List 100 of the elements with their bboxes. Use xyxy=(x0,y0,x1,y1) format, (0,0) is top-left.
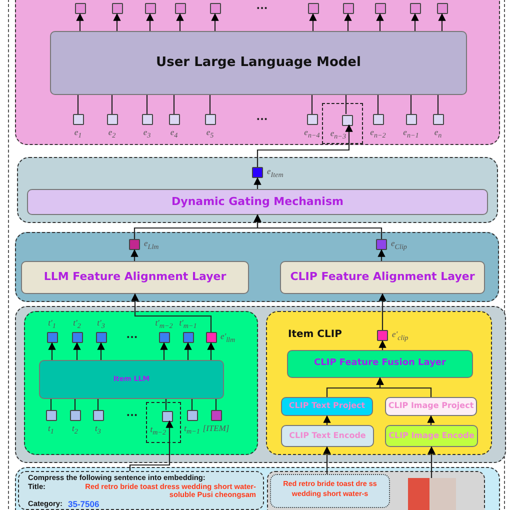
connector-line xyxy=(209,95,211,114)
connector-line xyxy=(165,399,167,410)
token-square xyxy=(72,114,84,125)
arrow xyxy=(378,293,386,330)
arrow xyxy=(176,13,184,31)
token-square xyxy=(406,114,416,125)
arrow xyxy=(184,342,192,360)
arrow xyxy=(344,13,352,31)
connector-line xyxy=(74,399,76,410)
arrow xyxy=(48,342,56,360)
connector-line xyxy=(377,95,379,114)
arrow xyxy=(254,214,382,239)
photo-placeholder xyxy=(408,478,456,510)
arrow xyxy=(376,377,432,397)
token-square xyxy=(308,3,318,14)
arrow xyxy=(411,13,419,31)
ellipsis: ··· xyxy=(256,4,268,14)
token-square xyxy=(210,3,220,14)
arrow xyxy=(378,340,386,350)
token-square xyxy=(129,239,140,250)
module-panel xyxy=(17,157,498,223)
token-label: e$_{n−1}$ xyxy=(403,127,419,141)
token-label: e'$_{llm}$ xyxy=(220,330,236,344)
connector-line xyxy=(173,95,175,114)
token-square xyxy=(342,115,352,126)
layer-box xyxy=(39,360,224,399)
token-label: e$_{n−2}$ xyxy=(370,127,386,141)
text-card xyxy=(270,474,390,508)
token-label: e$_{1}$ xyxy=(74,127,82,141)
token-label: e$_{2}$ xyxy=(108,127,116,141)
token-square xyxy=(168,114,180,125)
token-label: e$_{n−4}$ xyxy=(304,127,320,141)
module-panel xyxy=(15,467,500,510)
layer-title: User Large Language Model xyxy=(156,56,361,70)
layer-box xyxy=(280,261,485,294)
token-square xyxy=(144,3,156,14)
module-panel xyxy=(24,311,258,455)
connector-line xyxy=(111,95,113,114)
arrow xyxy=(131,293,212,332)
arrow xyxy=(428,446,436,478)
ellipsis: ··· xyxy=(126,332,138,344)
arrow xyxy=(97,342,105,360)
layer-title: CLIP Image Project xyxy=(388,402,474,411)
ellipsis: ··· xyxy=(256,114,268,126)
token-label: t'$_{m−1}$ xyxy=(179,317,197,331)
token-square xyxy=(374,3,386,14)
arrow xyxy=(438,13,446,31)
input-panel xyxy=(267,471,485,510)
token-square xyxy=(158,332,170,343)
token-square xyxy=(372,114,384,125)
connector-line xyxy=(191,399,193,410)
connector-line xyxy=(410,95,412,114)
connector-line xyxy=(345,95,347,114)
token-label: t'$_{1}$ xyxy=(48,317,56,331)
token-label: t'$_{2}$ xyxy=(73,317,81,331)
connector-line xyxy=(97,399,99,410)
highlight-frame xyxy=(322,103,363,144)
token-square xyxy=(432,114,444,125)
token-label: e$_{n}$ xyxy=(434,127,442,141)
arrow xyxy=(129,420,174,471)
token-label: t$_{3}$ xyxy=(95,423,101,437)
layer-box xyxy=(21,261,249,294)
token-label: e$_{4}$ xyxy=(170,127,178,141)
layer-box xyxy=(385,397,477,416)
token-label: e$_{Llm}$ xyxy=(144,238,159,252)
arrow xyxy=(254,177,262,189)
connector-line xyxy=(311,95,313,114)
token-square xyxy=(206,332,216,343)
arrow xyxy=(309,13,317,31)
ellipsis: ··· xyxy=(126,410,138,422)
token-label: e$_{3}$ xyxy=(143,127,151,141)
token-square xyxy=(46,332,58,343)
token-label: e$_{5}$ xyxy=(206,127,214,141)
arrow xyxy=(130,249,138,261)
arrow xyxy=(76,13,84,31)
connector-line xyxy=(50,399,52,410)
layer-box xyxy=(27,189,488,215)
token-square xyxy=(204,114,216,125)
layer-box xyxy=(50,31,467,95)
token-square xyxy=(186,410,198,421)
layer-box xyxy=(281,397,373,416)
token-label: t$_{m−2}$ xyxy=(150,424,166,438)
prompt-box xyxy=(18,471,264,510)
layer-box xyxy=(385,425,478,447)
token-label: e$_{Clip}$ xyxy=(391,238,407,252)
token-square xyxy=(106,114,118,125)
module-panel xyxy=(15,232,499,302)
arrow xyxy=(73,342,81,360)
token-label: t$_{1}$ xyxy=(48,423,54,437)
token-square xyxy=(174,3,186,14)
token-square xyxy=(72,332,82,343)
arrow xyxy=(211,13,219,31)
token-square xyxy=(92,410,104,421)
panel-title: Item CLIP xyxy=(288,329,342,340)
token-square xyxy=(436,3,448,14)
token-label: e$_{Item}$ xyxy=(267,166,284,180)
arrow xyxy=(323,446,331,474)
layer-title: CLIP Text Encode xyxy=(289,432,366,440)
token-label: t'$_{3}$ xyxy=(97,317,105,331)
layer-box xyxy=(281,425,374,447)
